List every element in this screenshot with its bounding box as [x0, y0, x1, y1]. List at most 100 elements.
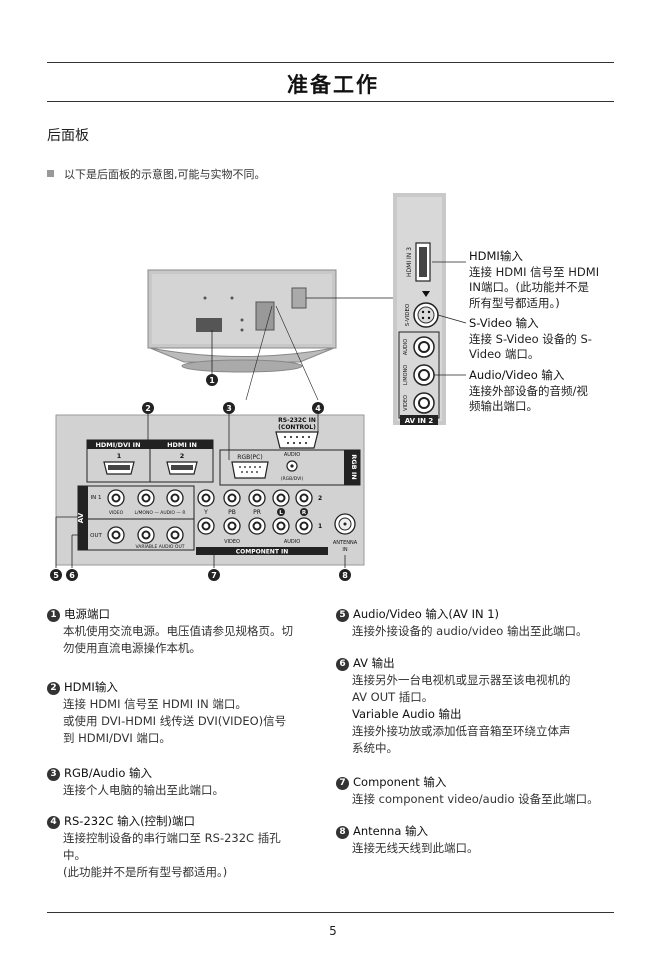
desc-line: 中。 [63, 848, 86, 862]
number-badge: 3 [47, 768, 60, 781]
desc-line: 或使用 DVI-HDMI 线传送 DVI(VIDEO)信号 [63, 714, 287, 728]
desc-line: 本机使用交流电源。电压值请参见规格页。切 [63, 624, 293, 638]
desc-line: 系统中。 [352, 741, 398, 755]
title-rule [47, 101, 614, 102]
svg-text:S-VIDEO: S-VIDEO [405, 303, 411, 326]
desc-line: 连接个人电脑的输出至此端口。 [63, 783, 224, 797]
svg-text:1: 1 [117, 452, 122, 460]
intro-note: 以下是后面板的示意图,可能与实物不同。 [47, 166, 266, 182]
svg-text:R: R [302, 510, 307, 516]
svg-text:RGB IN: RGB IN [350, 454, 358, 479]
svg-text:AUDIO: AUDIO [284, 539, 300, 545]
svg-text:PB: PB [228, 509, 236, 516]
callout-heading: HDMI输入 [469, 249, 523, 263]
desc-power: 1 电源端口 本机使用交流电源。电压值请参见规格页。切 勿使用直流电源操作本机。 [47, 606, 332, 657]
number-badge: 8 [336, 826, 349, 839]
number-badge: 4 [47, 816, 60, 829]
svg-text:2: 2 [180, 452, 185, 460]
callout-line: 连接外部设备的音频/视 [469, 383, 588, 398]
desc-subheading: Variable Audio 输出 [352, 707, 462, 721]
svg-text:VIDEO: VIDEO [109, 510, 124, 516]
desc-heading: RGB/Audio 输入 [64, 766, 153, 780]
svg-text:AV: AV [77, 512, 85, 523]
bottom-rule [47, 912, 614, 913]
svg-text:RGB(PC): RGB(PC) [237, 454, 262, 461]
callout-heading: Audio/Video 输入 [469, 368, 565, 382]
callout-av-input: Audio/Video 输入 连接外部设备的音频/视 频输出端口。 [469, 368, 619, 415]
callout-line: IN端口。(此功能并不是 [469, 280, 589, 294]
svg-text:VIDEO: VIDEO [224, 539, 240, 545]
svg-text:HDMI IN: HDMI IN [167, 441, 197, 449]
rgb-pc-port-icon [231, 461, 269, 479]
svg-text:AUDIO: AUDIO [403, 339, 409, 355]
desc-line: 到 HDMI/DVI 端口。 [63, 731, 171, 745]
svg-text:OUT: OUT [90, 533, 102, 539]
desc-heading: Antenna 输入 [353, 824, 429, 838]
svg-text:RS-232C IN: RS-232C IN [278, 417, 316, 424]
number-badge: 2 [47, 682, 60, 695]
svg-text:3: 3 [226, 404, 232, 413]
intro-note-text: 以下是后面板的示意图,可能与实物不同。 [64, 168, 266, 181]
tv-back-illustration [147, 269, 393, 401]
side-panel: HDMI IN 3 S-VIDEO AUDIO L/MONO VIDEO AV … [393, 193, 467, 425]
svg-text:PR: PR [253, 509, 261, 516]
callout-hdmi-input: HDMI输入 连接 HDMI 信号至 HDMI IN端口。(此功能并不是 所有型… [469, 249, 619, 311]
main-rear-panel: RS-232C IN (CONTROL) HDMI/DVI IN HDMI IN… [55, 414, 365, 566]
svg-text:VIDEO: VIDEO [403, 395, 409, 411]
svg-text:2: 2 [318, 495, 322, 502]
number-badge: 1 [47, 609, 60, 622]
svg-text:L/MONO — AUDIO — R: L/MONO — AUDIO — R [135, 510, 186, 516]
side-hdmi-label: HDMI IN 3 [406, 247, 413, 277]
diagram-markers: 1 2 3 4 5 6 7 8 [50, 374, 351, 581]
svg-text:6: 6 [69, 571, 75, 580]
desc-line: AV OUT 插口。 [352, 690, 434, 704]
svg-text:1: 1 [318, 523, 322, 530]
svg-text:Y: Y [203, 509, 208, 516]
desc-heading: 电源端口 [64, 607, 110, 621]
desc-line: 连接 component video/audio 设备至此端口。 [352, 792, 599, 806]
number-badge: 5 [336, 609, 349, 622]
callout-svideo-input: S-Video 输入 连接 S-Video 设备的 S- Video 端口。 [469, 316, 619, 363]
page-title: 准备工作 [287, 73, 379, 97]
callout-line: 频输出端口。 [469, 399, 538, 413]
number-badge: 7 [336, 777, 349, 790]
svg-text:7: 7 [211, 571, 217, 580]
desc-component: 7 Component 输入 连接 component video/audio 设… [336, 774, 626, 808]
svg-text:IN 1: IN 1 [91, 495, 102, 501]
svg-text:VARIABLE AUDIO OUT: VARIABLE AUDIO OUT [136, 544, 185, 550]
svg-text:4: 4 [315, 404, 321, 413]
svg-text:L: L [279, 510, 283, 516]
desc-antenna: 8 Antenna 输入 连接无线天线到此端口。 [336, 823, 626, 857]
desc-av-out: 6 AV 输出 连接另外一台电视机或显示器至该电视机的 AV OUT 插口。 Va… [336, 655, 626, 757]
svg-text:ANTENNA: ANTENNA [333, 540, 358, 546]
svg-text:5: 5 [53, 571, 59, 580]
desc-heading: Component 输入 [353, 775, 447, 789]
svg-text:(CONTROL): (CONTROL) [278, 424, 316, 431]
svg-text:AUDIO: AUDIO [284, 452, 300, 458]
desc-line: (此功能并不是所有型号都适用。) [63, 865, 228, 879]
svg-text:AV IN 2: AV IN 2 [405, 417, 434, 425]
callout-line: 所有型号都适用。) [469, 295, 560, 310]
svg-text:COMPONENT IN: COMPONENT IN [236, 549, 289, 556]
callout-heading: S-Video 输入 [469, 316, 539, 330]
svg-text:L/MONO: L/MONO [403, 365, 409, 385]
desc-heading: Audio/Video 输入(AV IN 1) [353, 607, 500, 621]
desc-heading: AV 输出 [353, 656, 395, 670]
svg-text:1: 1 [209, 376, 215, 385]
rear-panel-diagram: HDMI IN 3 S-VIDEO AUDIO L/MONO VIDEO AV … [50, 193, 467, 581]
bullet-square-icon [47, 170, 54, 177]
callout-line: Video 端口。 [469, 347, 540, 361]
svg-text:8: 8 [342, 571, 348, 580]
desc-heading: HDMI输入 [64, 680, 118, 694]
page-number: 5 [329, 924, 337, 938]
svg-text:(RGB/DVI): (RGB/DVI) [281, 476, 304, 482]
desc-line: 连接无线天线到此端口。 [352, 841, 479, 855]
callout-line: 连接 S-Video 设备的 S- [469, 331, 592, 346]
desc-line: 连接另外一台电视机或显示器至该电视机的 [352, 673, 571, 687]
number-badge: 6 [336, 658, 349, 671]
desc-rgb-audio: 3 RGB/Audio 输入 连接个人电脑的输出至此端口。 [47, 765, 332, 799]
top-rule [47, 62, 614, 63]
desc-line: 勿使用直流电源操作本机。 [63, 641, 201, 655]
